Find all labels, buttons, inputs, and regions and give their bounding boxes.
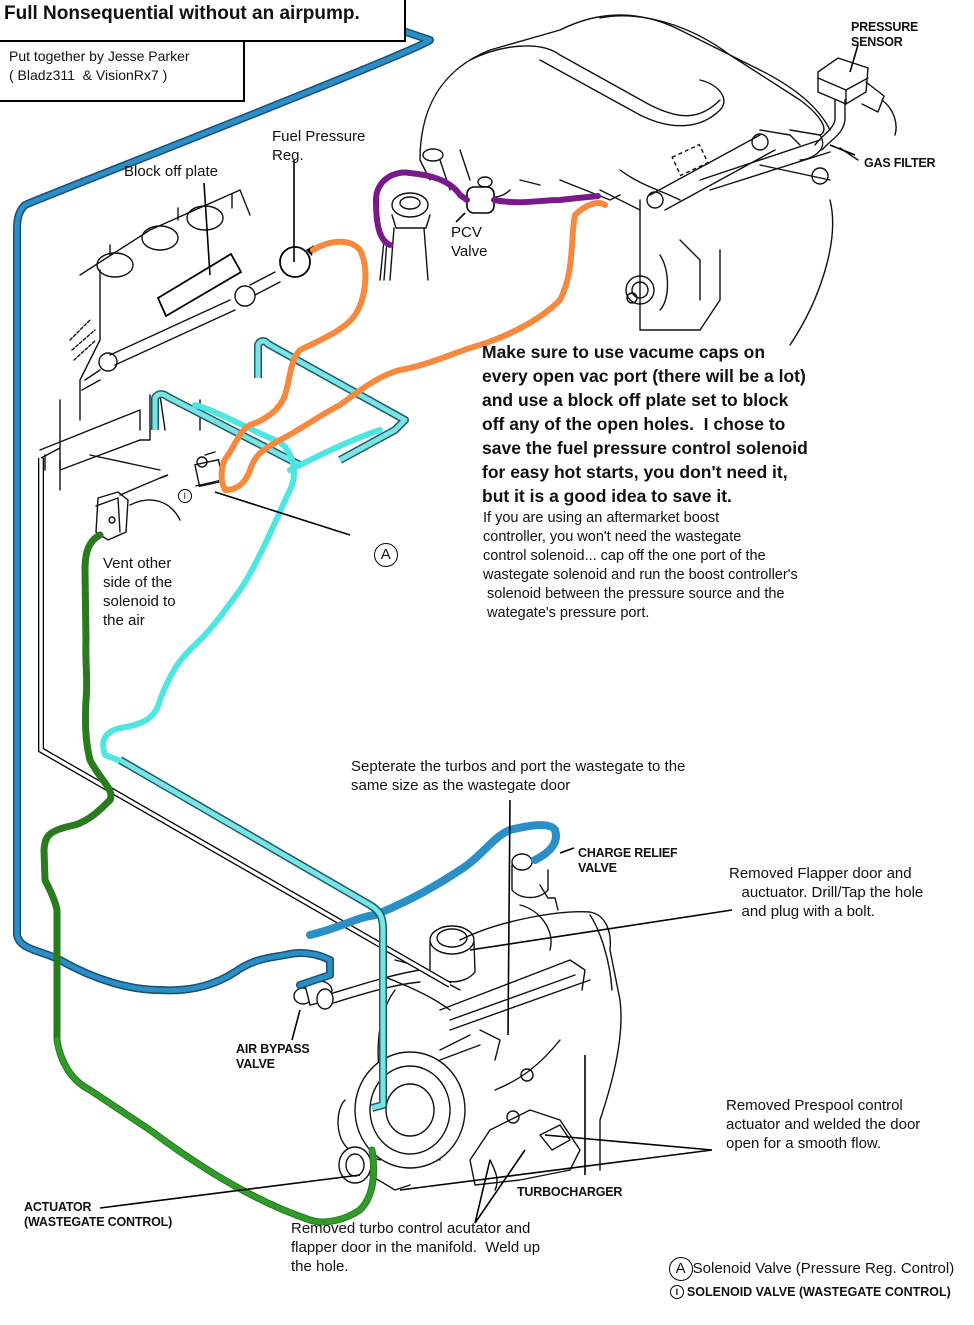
label-turbocharger: TURBOCHARGER	[517, 1185, 623, 1199]
note-boost-controller: If you are using an aftermarket boost co…	[483, 510, 798, 621]
note-flapper-door: Removed Flapper door and auctuator. Dril…	[729, 865, 924, 920]
note-vacuum-caps: Make sure to use vacume caps on every op…	[482, 342, 808, 506]
note-prespool: Removed Prespool control actuator and we…	[726, 1097, 921, 1152]
engine-block-art	[39, 189, 281, 521]
solenoid-1-art	[95, 477, 161, 541]
title-box: Full Nonsequential without an airpump.	[0, 0, 406, 42]
marker-1-circle: I	[177, 488, 192, 503]
label-fuel-pressure-reg: Fuel Pressure Reg.	[272, 128, 366, 164]
legend-text-a: Solenoid Valve (Pressure Reg. Control)	[692, 1259, 955, 1277]
credit-line-1: Put together by Jesse Parker	[9, 48, 190, 64]
credit-line-2: ( Bladz311 & VisionRx7 )	[9, 67, 168, 83]
label-actuator: ACTUATOR (WASTEGATE CONTROL)	[24, 1200, 173, 1229]
pcv-valve-shape	[466, 186, 495, 214]
solenoid-a-marker: A	[356, 524, 398, 586]
note-separate-turbos: Septerate the turbos and port the wasteg…	[351, 758, 686, 794]
block-off-plate-shape	[156, 252, 243, 318]
label-charge-relief-valve: CHARGE RELIEF VALVE	[578, 846, 678, 875]
vacuum-pipe-grey	[38, 447, 452, 988]
legend-marker-1: I	[669, 1285, 684, 1300]
label-air-bypass-valve: AIR BYPASS VALVE	[236, 1042, 310, 1071]
solenoid-1-marker: I	[160, 468, 195, 525]
hose-orange	[218, 200, 608, 493]
oil-filler-art	[379, 192, 431, 281]
throttle-body-art	[625, 129, 834, 346]
marker-a-circle: A	[373, 542, 398, 567]
credit-box: Put together by Jesse Parker ( Bladz311 …	[0, 40, 245, 102]
page-title: Full Nonsequential without an airpump.	[4, 3, 360, 24]
hose-cyan-tube	[117, 337, 409, 1112]
hose-purple	[373, 169, 601, 248]
label-vent-note: Vent other side of the solenoid to the a…	[103, 555, 176, 629]
legend-marker-a: A	[668, 1256, 693, 1281]
intake-manifold-art	[419, 14, 831, 211]
turbo-assembly-art	[293, 853, 622, 1191]
label-block-off-plate: Block off plate	[124, 163, 218, 180]
note-turbo-control: Removed turbo control acutator and flapp…	[291, 1220, 541, 1275]
fuel-pressure-reg-shape	[279, 246, 311, 278]
hose-green	[40, 531, 378, 1226]
label-pressure-sensor: PRESSURE SENSOR	[851, 20, 919, 49]
credit-text: Put together by Jesse Parker ( Bladz311 …	[9, 47, 190, 85]
solenoid-a-art	[194, 451, 224, 488]
label-gas-filter: GAS FILTER	[864, 156, 936, 170]
pressure-sensor-art	[814, 57, 897, 161]
leader-lines	[99, 44, 859, 1224]
label-pcv-valve: PCV Valve	[451, 224, 488, 260]
legend-text-1: SOLENOID VALVE (WASTEGATE CONTROL)	[686, 1284, 951, 1299]
